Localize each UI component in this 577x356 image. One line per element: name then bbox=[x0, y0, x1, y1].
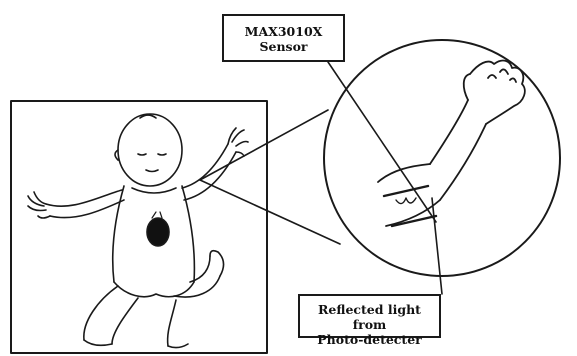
sensor-spot bbox=[147, 218, 169, 246]
reflected-label-line1: Reflected light from bbox=[300, 302, 439, 332]
infant-figure bbox=[28, 114, 248, 348]
reflected-leader-line bbox=[432, 198, 442, 294]
sensor-label-line2: Sensor bbox=[224, 39, 343, 54]
magnified-view-circle bbox=[324, 40, 560, 276]
callout-pointer bbox=[200, 110, 340, 244]
sensor-label-line1: MAX3010X bbox=[224, 24, 343, 39]
sensor-label-box: MAX3010X Sensor bbox=[222, 14, 345, 62]
sensor-leader-line bbox=[328, 62, 436, 222]
reflected-label-line2: Photo-detecter bbox=[300, 332, 439, 347]
reflected-light-label-box: Reflected light from Photo-detecter bbox=[298, 294, 441, 338]
magnified-arm bbox=[378, 61, 525, 226]
